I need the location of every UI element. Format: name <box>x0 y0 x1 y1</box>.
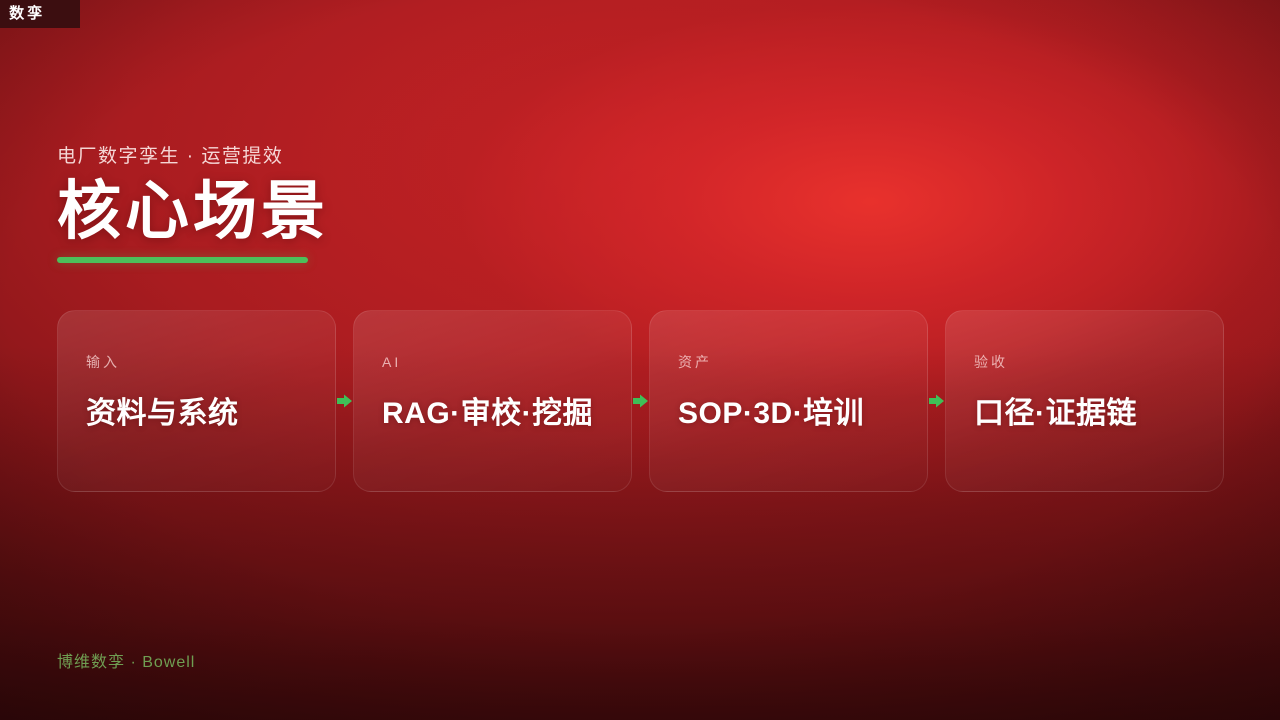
flow-arrow-2 <box>632 310 649 492</box>
flow-card-title: 口径·证据链 <box>974 397 1137 430</box>
title-accent-underline <box>57 256 308 263</box>
flow-card-title: RAG·审校·挖掘 <box>382 397 594 430</box>
flow-card-title: 资料与系统 <box>86 397 239 430</box>
flow-card-asset[interactable]: 资产 SOP·3D·培训 <box>649 310 928 492</box>
flow-row: 输入 资料与系统 AI RAG·审校·挖掘 资产 SOP·3D·培训 <box>57 310 1224 492</box>
flow-card-acceptance[interactable]: 验收 口径·证据链 <box>945 310 1224 492</box>
flow-card-label: 输入 <box>86 354 120 370</box>
topbar-brand-badge: 维 数孪 <box>0 0 80 28</box>
arrow-right-icon <box>633 394 648 408</box>
flow-card-label: 资产 <box>678 354 712 370</box>
arrow-right-icon <box>337 394 352 408</box>
footer-brand: 博维数孪 · Bowell <box>57 654 196 671</box>
topbar-brand-text: 维 数孪 <box>0 4 46 22</box>
flow-arrow-1 <box>336 310 353 492</box>
arrow-right-icon <box>929 394 944 408</box>
page-title: 核心场景 <box>57 174 329 247</box>
flow-card-ai[interactable]: AI RAG·审校·挖掘 <box>353 310 632 492</box>
flow-card-title: SOP·3D·培训 <box>678 397 865 430</box>
eyebrow-text: 电厂数字孪生 · 运营提效 <box>57 146 284 167</box>
flow-arrow-3 <box>928 310 945 492</box>
title-block: 电厂数字孪生 · 运营提效 核心场景 <box>57 145 329 263</box>
flow-card-label: AI <box>382 354 402 370</box>
flow-card-label: 验收 <box>974 354 1008 370</box>
flow-card-input[interactable]: 输入 资料与系统 <box>57 310 336 492</box>
